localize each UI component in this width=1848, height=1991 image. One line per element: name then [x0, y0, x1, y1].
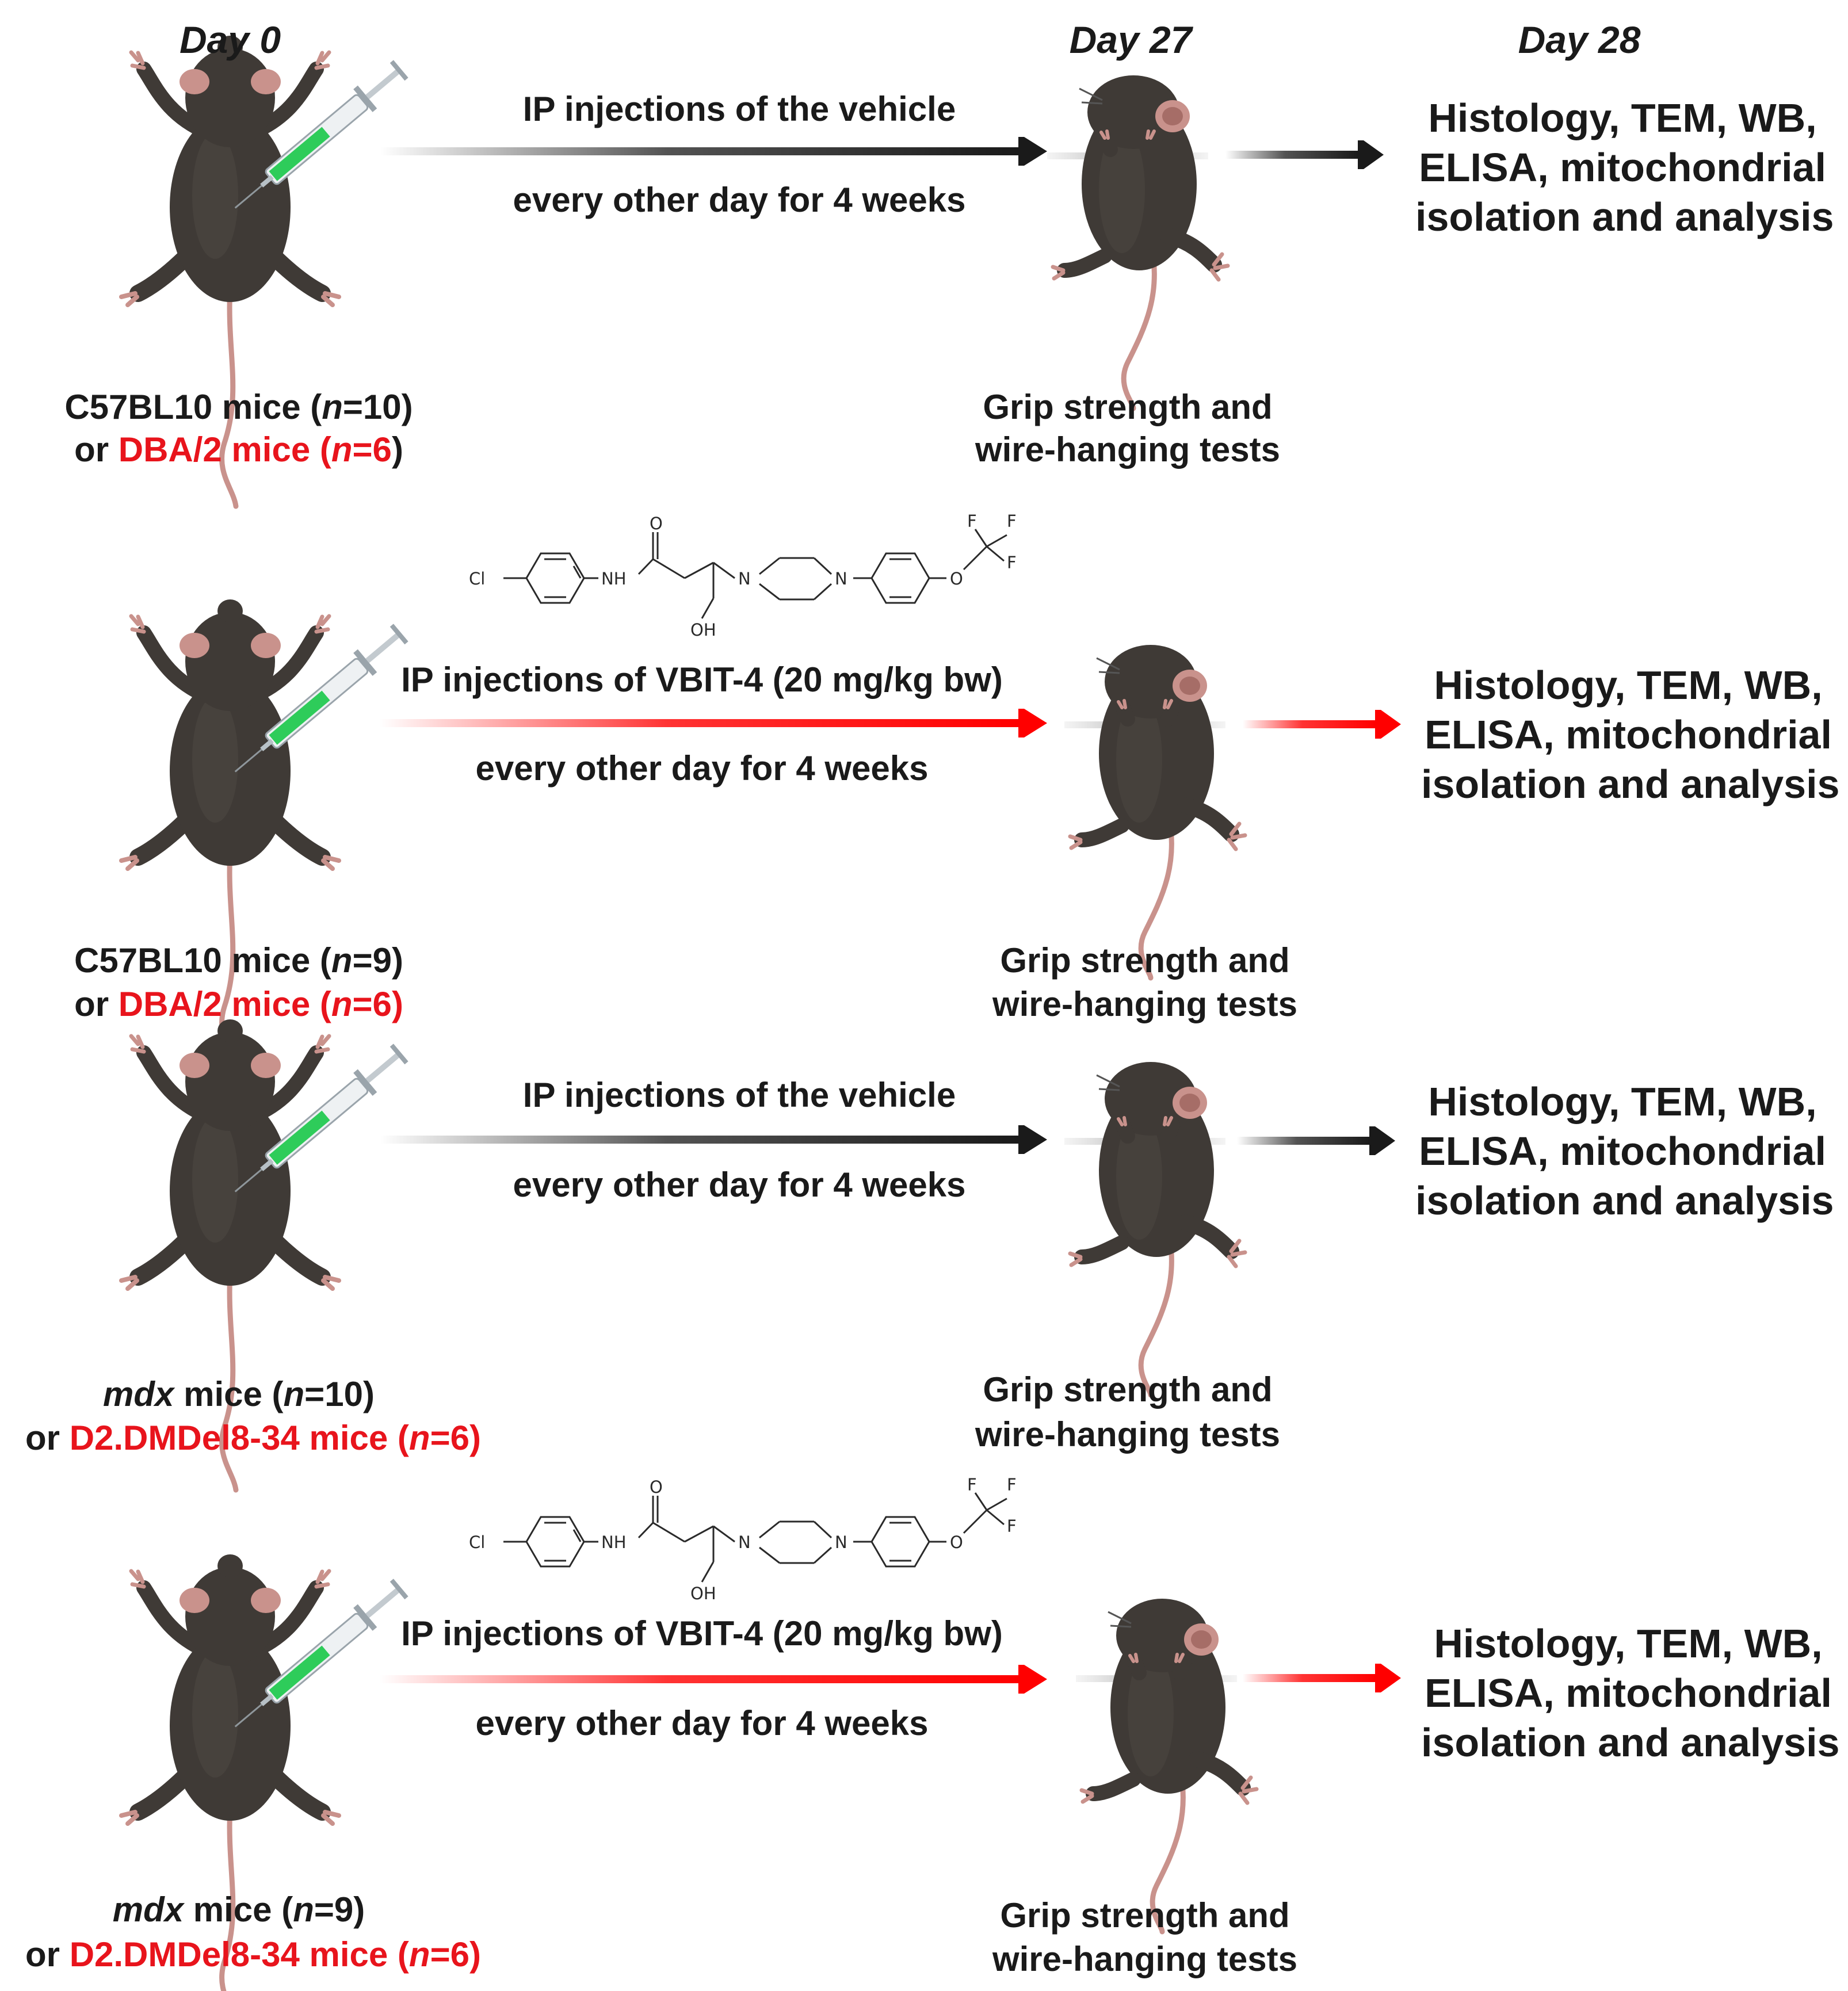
test-label-line1: Grip strength and — [1000, 941, 1290, 980]
mouse-hanging-icon — [1070, 645, 1245, 978]
injection-label-line2: every other day for 4 weeks — [513, 181, 966, 219]
injection-label-line1: IP injections of the vehicle — [522, 1076, 956, 1114]
outcome-arrow-head — [1375, 1664, 1401, 1692]
test-label-line2: wire-hanging tests — [992, 985, 1298, 1023]
vbit4-structure — [468, 510, 1018, 641]
test-label-line2: wire-hanging tests — [975, 430, 1281, 469]
strain-highlight: DBA/2 mice (n=6 — [118, 430, 392, 469]
group-label-line1: C57BL10 mice (n=9) — [74, 941, 403, 980]
day-0-header: Day 0 — [179, 18, 281, 61]
treatment-arrow-shaft — [380, 1136, 1018, 1144]
row-1-vehicle-control — [121, 36, 1384, 506]
injection-label-line1: IP injections of VBIT-4 (20 mg/kg bw) — [401, 1614, 1003, 1653]
group-label-line1: mdx mice (n=10) — [103, 1375, 375, 1413]
group-label-line2: or D2.DMDel8-34 mice (n=6) — [25, 1419, 481, 1457]
test-label-line1: Grip strength and — [1000, 1896, 1290, 1935]
injection-label-line2: every other day for 4 weeks — [513, 1165, 966, 1204]
outcome-arrow-shaft — [1237, 1137, 1369, 1145]
treatment-arrow-head — [1018, 1665, 1047, 1694]
test-label-line2: wire-hanging tests — [975, 1415, 1281, 1454]
vbit4-structure — [468, 1474, 1018, 1604]
treatment-arrow-shaft — [380, 147, 1018, 155]
strain-highlight: DBA/2 mice (n=6) — [118, 985, 403, 1023]
outcome-arrow-head — [1369, 1126, 1395, 1155]
group-label-line2: or DBA/2 mice (n=6) — [74, 985, 403, 1023]
strain-highlight: D2.DMDel8-34 mice (n=6) — [69, 1419, 481, 1457]
outcome-arrow-shaft — [1243, 720, 1375, 728]
group-label-line2: or DBA/2 mice (n=6) — [74, 430, 403, 469]
group-label-line1: mdx mice (n=9) — [112, 1890, 365, 1929]
outcome-arrow-head — [1375, 710, 1401, 739]
test-label-line1: Grip strength and — [983, 1370, 1273, 1409]
row-4-vbit4-dystrophic — [121, 1474, 1401, 1991]
row-2-vbit4-wildtype — [121, 510, 1401, 1070]
injection-label-line2: every other day for 4 weeks — [475, 1704, 929, 1742]
treatment-arrow-shaft — [380, 1675, 1018, 1683]
group-label-line1: C57BL10 mice (n=10) — [64, 388, 413, 426]
row-3-vehicle-dystrophic — [121, 1019, 1395, 1490]
outcome-arrow-head — [1358, 140, 1384, 169]
injection-label-line2: every other day for 4 weeks — [475, 749, 929, 788]
treatment-arrow-shaft — [380, 719, 1018, 727]
injection-label-line1: IP injections of VBIT-4 (20 mg/kg bw) — [401, 660, 1003, 699]
treatment-arrow-head — [1018, 137, 1047, 166]
strain-highlight: D2.DMDel8-34 mice (n=6) — [69, 1935, 481, 1974]
outcome-arrow-shaft — [1243, 1674, 1375, 1682]
test-label-line2: wire-hanging tests — [992, 1940, 1298, 1978]
day-28-header: Day 28 — [1518, 18, 1641, 61]
outcome-arrow-shaft — [1225, 151, 1358, 159]
group-label-line2: or D2.DMDel8-34 mice (n=6) — [25, 1935, 481, 1974]
injection-label-line1: IP injections of the vehicle — [522, 90, 956, 128]
day-27-header: Day 27 — [1069, 18, 1192, 61]
mouse-hanging-icon — [1082, 1599, 1257, 1932]
treatment-arrow-head — [1018, 709, 1047, 737]
test-label-line1: Grip strength and — [983, 388, 1273, 426]
treatment-arrow-head — [1018, 1125, 1047, 1154]
